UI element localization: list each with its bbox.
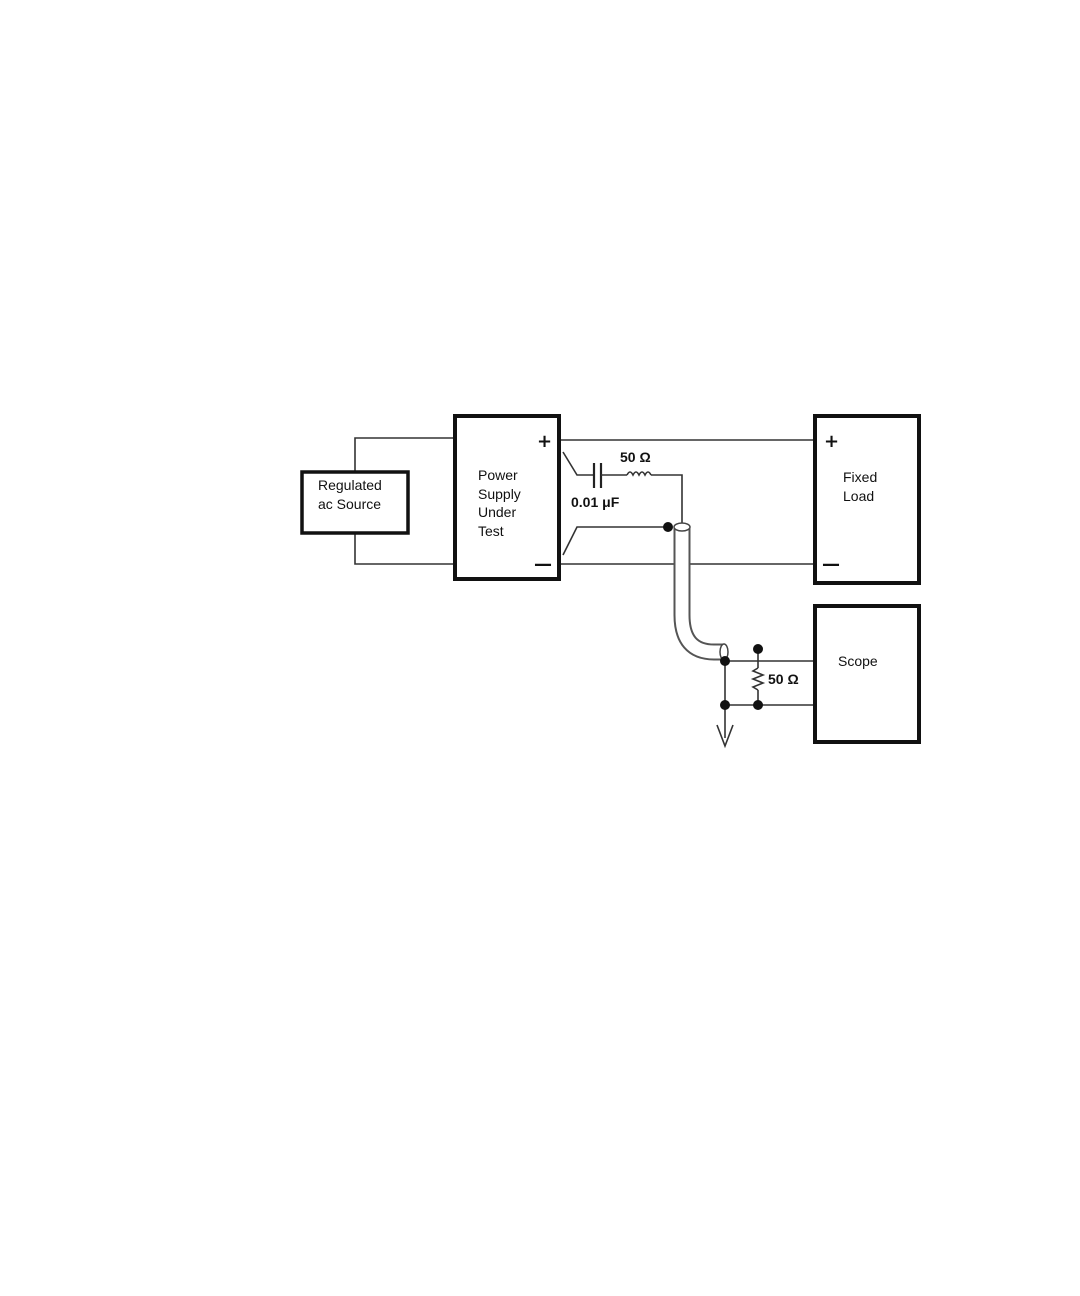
fixed-load-block: Fixed Load + — [815, 416, 919, 583]
shunt-resistor-symbol [753, 668, 763, 690]
scope-label: Scope [838, 653, 878, 669]
psu-plus-terminal: + [537, 431, 552, 452]
scope-block: Scope [815, 606, 919, 742]
load-plus-terminal: + [824, 431, 839, 452]
psu-label-line4: Test [478, 523, 504, 539]
coax-shield-node [663, 522, 673, 532]
capacitor-label: 0.01 μF [571, 494, 620, 510]
series-resistor-symbol [627, 472, 651, 475]
shunt-resistor-label: 50 Ω [768, 671, 799, 687]
capacitor-symbol [594, 463, 601, 488]
psu-label-line3: Under [478, 504, 516, 520]
coax-cable [674, 523, 728, 660]
regulated-ac-source-block: Regulated ac Source [302, 472, 408, 533]
source-label-line2: ac Source [318, 496, 381, 512]
series-resistor-label: 50 Ω [620, 449, 651, 465]
load-label-line1: Fixed [843, 469, 877, 485]
psu-label-line1: Power [478, 467, 518, 483]
psu-label-line2: Supply [478, 486, 521, 502]
load-minus-terminal: — [822, 554, 840, 575]
psu-minus-terminal: — [534, 554, 552, 575]
load-label-line2: Load [843, 488, 874, 504]
power-supply-under-test-block: Power Supply Under Test + — [455, 416, 559, 579]
termination-network [717, 644, 815, 746]
source-label-line1: Regulated [318, 477, 382, 493]
